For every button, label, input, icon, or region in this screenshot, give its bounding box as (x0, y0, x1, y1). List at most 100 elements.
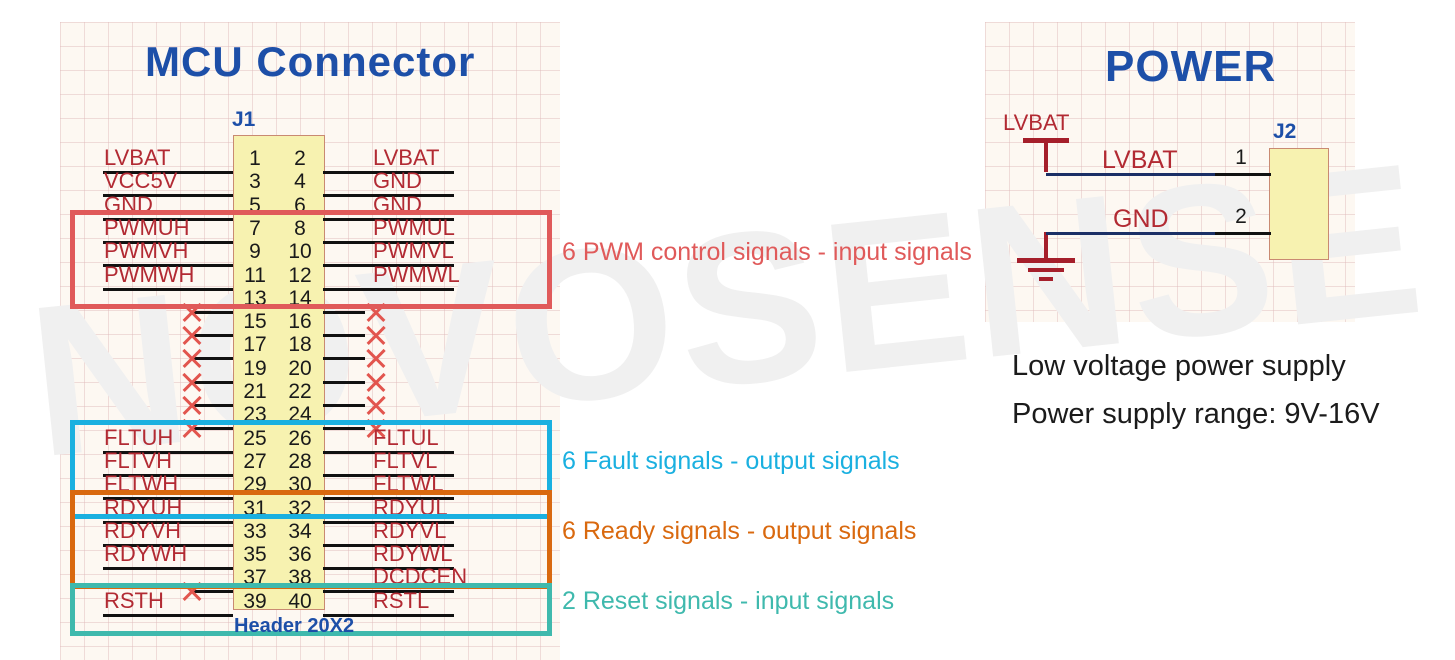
j1-pin-number-7: 7 (249, 216, 261, 240)
j1-wire-left-33 (103, 543, 233, 547)
j1-wire-left-29 (103, 497, 233, 501)
highlight-box-pwm (70, 209, 552, 310)
j1-pin-number-13: 13 (243, 286, 267, 310)
j1-wire-right-2 (323, 171, 454, 174)
j1-wire-right-20 (323, 380, 365, 384)
highlight-box-reset (70, 582, 552, 636)
j1-wire-left-15 (192, 334, 233, 338)
lvbat-pin-wire (1215, 173, 1271, 176)
j1-wire-left-39 (103, 613, 233, 617)
j1-net-label-right-8: PWMUL (373, 214, 455, 240)
highlight-box-ready (70, 489, 552, 590)
j1-net-label-left-25: FLTUH (104, 424, 174, 450)
j1-wire-left-37 (192, 590, 233, 594)
j1-wire-right-16 (323, 334, 365, 338)
j1-wire-right-24 (323, 427, 365, 431)
j1-pin-number-26: 26 (288, 426, 312, 450)
j1-pin-number-14: 14 (288, 286, 312, 310)
j1-pin-number-3: 3 (249, 170, 261, 194)
j1-pin-number-33: 33 (243, 519, 267, 543)
j1-wire-left-7 (103, 240, 233, 244)
annotation-fault: 6 Fault signals - output signals (562, 447, 900, 476)
j1-wire-right-10 (323, 264, 454, 268)
gnd-net-label: GND (1113, 205, 1169, 233)
j1-pin-number-8: 8 (294, 216, 306, 240)
j1-wire-left-21 (192, 404, 233, 407)
no-connect-icon-pin-21 (181, 394, 203, 416)
j1-pin-number-4: 4 (294, 170, 306, 194)
j1-net-label-right-26: FLTUL (373, 424, 439, 450)
j1-net-label-left-1: LVBAT (104, 145, 171, 170)
j2-refdes: J2 (1273, 120, 1297, 143)
j1-pin-number-39: 39 (243, 589, 267, 613)
j1-wire-right-36 (323, 567, 454, 571)
j1-wire-right-4 (323, 194, 454, 198)
j1-wire-right-28 (323, 473, 454, 477)
j1-wire-right-12 (323, 287, 454, 291)
annotation-ready: 6 Ready signals - output signals (562, 517, 917, 546)
power-note-1: Low voltage power supply (1012, 350, 1346, 382)
j1-wire-right-22 (323, 404, 365, 407)
j1-pin-number-11: 11 (244, 263, 266, 287)
lvbat-net-label: LVBAT (1102, 146, 1178, 174)
j1-wire-left-11 (103, 287, 233, 291)
j1-pin-number-27: 27 (243, 449, 267, 473)
gnd-pin-wire (1215, 232, 1271, 235)
j1-wire-left-19 (192, 380, 233, 384)
highlight-box-fault (70, 419, 552, 520)
j1-wire-left-31 (103, 520, 233, 524)
j1-net-label-left-35: RDYWH (104, 541, 188, 567)
j1-pin-number-19: 19 (243, 356, 267, 380)
j1-net-label-right-34: RDYVL (373, 517, 447, 543)
j1-pin-number-31: 31 (243, 496, 267, 520)
gnd-symbol-bar-2 (1028, 268, 1064, 272)
annotation-reset: 2 Reset signals - input signals (562, 587, 895, 616)
no-connect-icon-pin-15 (181, 324, 203, 346)
j1-wire-right-30 (323, 497, 454, 501)
j1-pin-number-6: 6 (294, 193, 306, 217)
j1-net-label-right-10: PWMVL (373, 238, 454, 264)
j1-net-label-right-36: RDYWL (373, 541, 453, 567)
j1-wire-right-14 (323, 310, 365, 314)
j1-net-label-left-27: FLTVH (104, 447, 173, 473)
j2-pin-2-number: 2 (1235, 205, 1247, 228)
j1-wire-left-13 (192, 310, 233, 314)
j1-pin-number-18: 18 (288, 333, 312, 357)
no-connect-icon-pin-20 (365, 371, 387, 393)
power-note-2: Power supply range: 9V-16V (1012, 398, 1380, 430)
j1-pin-number-15: 15 (243, 310, 267, 334)
j1-pin-number-21: 21 (243, 380, 267, 403)
j1-wire-left-3 (103, 194, 233, 198)
j1-pin-number-34: 34 (288, 519, 312, 543)
j1-wire-right-34 (323, 543, 454, 547)
no-connect-icon-pin-18 (365, 347, 387, 369)
j1-wire-right-40 (323, 613, 454, 617)
j1-pin-number-40: 40 (288, 589, 312, 613)
j1-wire-right-38 (323, 590, 454, 594)
no-connect-icon-pin-22 (365, 394, 387, 416)
j1-pin-number-35: 35 (243, 543, 267, 567)
j1-net-label-right-2: LVBAT (373, 145, 440, 170)
gnd-symbol-bar-3 (1039, 277, 1053, 281)
j1-pin-number-22: 22 (288, 380, 312, 403)
j1-wire-right-8 (323, 240, 454, 244)
no-connect-icon-pin-19 (181, 371, 203, 393)
j1-wire-right-26 (323, 450, 454, 454)
j1-pin-number-9: 9 (249, 240, 261, 264)
j1-footprint-label: Header 20X2 (234, 615, 355, 637)
j2-connector-body[interactable] (1269, 148, 1329, 260)
j1-pin-number-20: 20 (288, 356, 312, 380)
j1-wire-left-27 (103, 473, 233, 477)
j1-wire-right-32 (323, 520, 454, 524)
j1-net-label-right-40: RSTL (373, 587, 430, 613)
lvbat-power-symbol-label: LVBAT (1003, 110, 1070, 135)
lvbat-power-symbol-bar (1023, 138, 1069, 143)
j1-net-label-right-12: PWMWL (373, 261, 460, 287)
j1-wire-left-23 (192, 427, 233, 431)
j1-wire-left-25 (103, 450, 233, 454)
j1-refdes: J1 (232, 108, 256, 131)
j1-wire-right-18 (323, 357, 365, 361)
j2-pin-1-number: 1 (1235, 146, 1247, 169)
gnd-rail-wire (1046, 232, 1232, 235)
